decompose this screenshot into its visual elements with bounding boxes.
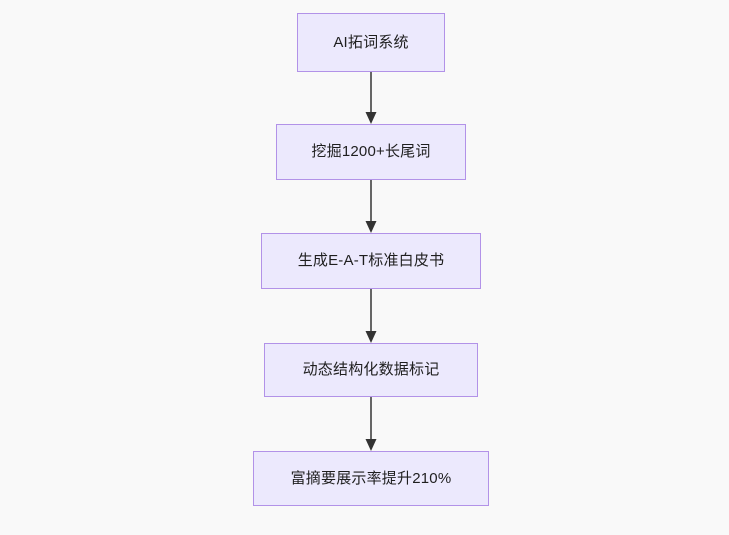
connector-arrow-2 (365, 289, 377, 343)
connector-arrow-1 (365, 180, 377, 233)
flow-node-mine-longtail-keywords[interactable]: 挖掘1200+长尾词 (276, 124, 466, 180)
flow-node-dynamic-structured-data-markup[interactable]: 动态结构化数据标记 (264, 343, 478, 397)
flow-node-generate-eat-whitepaper[interactable]: 生成E-A-T标准白皮书 (261, 233, 481, 289)
flow-node-label: AI拓词系统 (333, 33, 409, 51)
flow-node-label: 富摘要展示率提升210% (290, 469, 452, 487)
flow-node-label: 挖掘1200+长尾词 (311, 143, 431, 160)
flow-node-rich-snippet-impression-lift[interactable]: 富摘要展示率提升210% (253, 451, 489, 506)
connector-arrow-0 (365, 72, 377, 124)
connector-arrow-3 (365, 397, 377, 451)
flow-node-label: 生成E-A-T标准白皮书 (297, 252, 445, 269)
flow-node-label: 动态结构化数据标记 (302, 361, 440, 378)
flow-node-ai-keyword-system[interactable]: AI拓词系统 (297, 13, 445, 72)
